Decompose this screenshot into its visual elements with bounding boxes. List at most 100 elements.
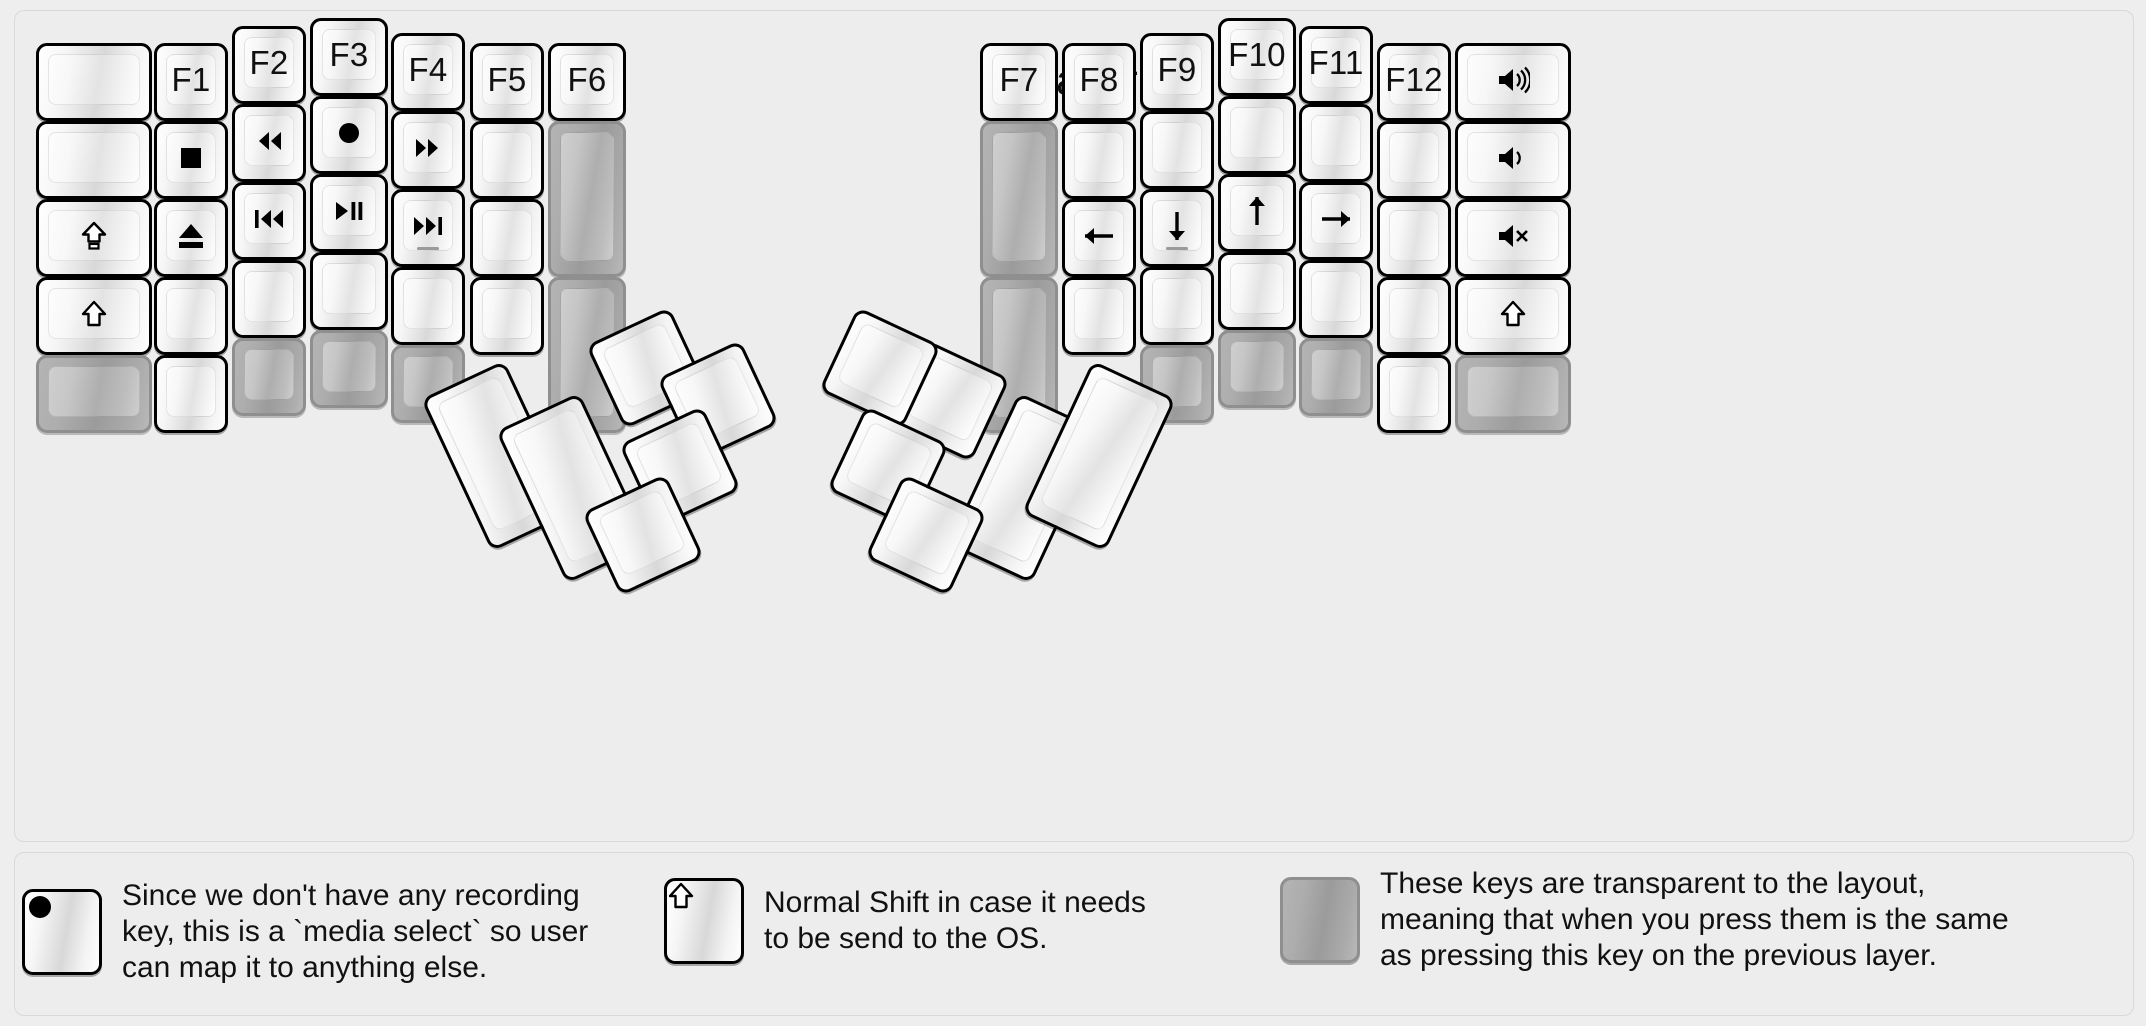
right-col-pinky-outer-key-4-cap bbox=[1467, 366, 1559, 417]
right-col-pinky-outer-key-1[interactable] bbox=[1455, 121, 1571, 199]
left-col-inner-key-1[interactable] bbox=[470, 121, 544, 199]
shift-arrow-icon bbox=[1499, 299, 1527, 329]
right-col-middle-key-3-cap bbox=[1230, 263, 1284, 314]
left-col-index-key-1[interactable] bbox=[391, 111, 465, 189]
left-col-pinky-outer-key-1[interactable] bbox=[36, 121, 152, 199]
right-col-inner-2-key-1[interactable] bbox=[980, 121, 1058, 277]
right-col-middle-key-4[interactable] bbox=[1218, 330, 1296, 408]
left-col-index-key-2[interactable] bbox=[391, 189, 465, 267]
left-col-inner-2-key-0[interactable]: F6 bbox=[548, 43, 626, 121]
right-col-pinky-outer-key-0[interactable] bbox=[1455, 43, 1571, 121]
left-col-ring-key-3[interactable] bbox=[232, 260, 306, 338]
left-col-middle-key-0-label: F3 bbox=[329, 36, 369, 73]
right-col-pinky-key-3-cap bbox=[1389, 288, 1439, 339]
right-col-pinky-key-0-cap: F12 bbox=[1385, 54, 1443, 105]
rewind-icon bbox=[252, 128, 286, 154]
arrow-down-icon bbox=[1163, 208, 1191, 244]
left-col-ring-key-1-cap bbox=[244, 115, 294, 166]
right-col-ring-key-3[interactable] bbox=[1299, 260, 1373, 338]
left-col-middle-key-1-cap bbox=[322, 107, 376, 158]
right-col-index-key-0-cap: F9 bbox=[1152, 44, 1202, 95]
right-col-middle-key-2[interactable] bbox=[1218, 174, 1296, 252]
right-col-pinky-key-0[interactable]: F12 bbox=[1377, 43, 1451, 121]
left-col-middle-key-4[interactable] bbox=[310, 330, 388, 408]
legend-text-record: Since we don't have any recording key, t… bbox=[122, 879, 589, 984]
left-col-pinky-outer-key-0[interactable] bbox=[36, 43, 152, 121]
record-circle-icon bbox=[25, 892, 99, 922]
right-col-inner-key-1[interactable] bbox=[1062, 121, 1136, 199]
arrow-up-icon bbox=[1243, 193, 1271, 229]
left-col-inner-2-key-1[interactable] bbox=[548, 121, 626, 277]
right-col-pinky-key-4[interactable] bbox=[1377, 355, 1451, 433]
left-col-ring-key-4-cap bbox=[244, 349, 294, 400]
thumb-r-4-cap bbox=[836, 321, 926, 410]
right-col-pinky-key-1-cap bbox=[1389, 132, 1439, 183]
legend-item-transparent: These keys are transparent to the layout… bbox=[1280, 866, 2009, 974]
right-col-index-key-3-cap bbox=[1152, 278, 1202, 329]
left-col-pinky-key-3-cap bbox=[166, 288, 216, 339]
right-col-middle-key-0[interactable]: F10 bbox=[1218, 18, 1296, 96]
left-col-index-key-3-cap bbox=[403, 278, 453, 329]
right-col-inner-key-2[interactable] bbox=[1062, 199, 1136, 277]
right-col-pinky-key-2[interactable] bbox=[1377, 199, 1451, 277]
left-col-inner-2-key-0-label: F6 bbox=[567, 61, 607, 98]
left-col-pinky-key-4[interactable] bbox=[154, 355, 228, 433]
left-col-ring-key-0[interactable]: F2 bbox=[232, 26, 306, 104]
right-col-middle-key-1[interactable] bbox=[1218, 96, 1296, 174]
right-col-pinky-outer-key-3[interactable] bbox=[1455, 277, 1571, 355]
left-col-pinky-outer-key-3[interactable] bbox=[36, 277, 152, 355]
right-col-inner-key-0-label: F8 bbox=[1079, 61, 1119, 98]
legend-panel bbox=[14, 852, 2134, 1016]
shift-arrow-icon bbox=[80, 299, 108, 329]
right-col-index-key-0[interactable]: F9 bbox=[1140, 33, 1214, 111]
right-col-pinky-outer-key-4[interactable] bbox=[1455, 355, 1571, 433]
left-col-inner-2-key-0-cap: F6 bbox=[560, 54, 614, 105]
right-col-index-key-1[interactable] bbox=[1140, 111, 1214, 189]
left-col-inner-key-2[interactable] bbox=[470, 199, 544, 277]
left-col-pinky-key-2[interactable] bbox=[154, 199, 228, 277]
volume-mute-icon bbox=[1496, 221, 1530, 251]
right-col-pinky-key-1[interactable] bbox=[1377, 121, 1451, 199]
left-col-middle-key-2[interactable] bbox=[310, 174, 388, 252]
left-col-inner-key-0[interactable]: F5 bbox=[470, 43, 544, 121]
right-col-pinky-key-3[interactable] bbox=[1377, 277, 1451, 355]
right-col-ring-key-4[interactable] bbox=[1299, 338, 1373, 416]
legend-key-shift bbox=[664, 878, 744, 964]
thumb-r-6-cap bbox=[882, 488, 972, 577]
left-col-middle-key-2-cap bbox=[322, 185, 376, 236]
left-col-ring-key-1[interactable] bbox=[232, 104, 306, 182]
left-col-pinky-outer-key-4[interactable] bbox=[36, 355, 152, 433]
left-col-middle-key-3-cap bbox=[322, 263, 376, 314]
left-col-index-key-3[interactable] bbox=[391, 267, 465, 345]
left-col-pinky-outer-key-4-cap bbox=[48, 366, 140, 417]
left-col-middle-key-1[interactable] bbox=[310, 96, 388, 174]
left-col-ring-key-4[interactable] bbox=[232, 338, 306, 416]
left-col-middle-key-0[interactable]: F3 bbox=[310, 18, 388, 96]
right-col-inner-2-key-0-label: F7 bbox=[999, 61, 1039, 98]
right-col-middle-key-3[interactable] bbox=[1218, 252, 1296, 330]
right-col-index-key-3[interactable] bbox=[1140, 267, 1214, 345]
left-col-index-key-0[interactable]: F4 bbox=[391, 33, 465, 111]
left-col-middle-key-0-cap: F3 bbox=[322, 29, 376, 80]
left-col-index-key-2-cap bbox=[403, 200, 453, 251]
left-col-pinky-outer-key-2[interactable] bbox=[36, 199, 152, 277]
right-col-inner-key-3[interactable] bbox=[1062, 277, 1136, 355]
left-col-index-key-1-cap bbox=[403, 122, 453, 173]
right-col-ring-key-1[interactable] bbox=[1299, 104, 1373, 182]
left-col-inner-key-3[interactable] bbox=[470, 277, 544, 355]
right-col-ring-key-0[interactable]: F11 bbox=[1299, 26, 1373, 104]
right-col-pinky-key-0-label: F12 bbox=[1385, 61, 1443, 98]
left-col-pinky-key-1[interactable] bbox=[154, 121, 228, 199]
left-col-pinky-key-3[interactable] bbox=[154, 277, 228, 355]
right-col-ring-key-2[interactable] bbox=[1299, 182, 1373, 260]
left-col-pinky-key-0[interactable]: F1 bbox=[154, 43, 228, 121]
left-col-ring-key-2[interactable] bbox=[232, 182, 306, 260]
right-col-inner-key-0[interactable]: F8 bbox=[1062, 43, 1136, 121]
right-col-inner-2-key-0[interactable]: F7 bbox=[980, 43, 1058, 121]
right-col-index-key-2[interactable] bbox=[1140, 189, 1214, 267]
arrow-left-icon bbox=[1081, 222, 1117, 250]
right-col-pinky-outer-key-2[interactable] bbox=[1455, 199, 1571, 277]
right-col-pinky-outer-key-3-cap bbox=[1467, 288, 1559, 339]
left-col-middle-key-3[interactable] bbox=[310, 252, 388, 330]
right-col-inner-key-2-cap bbox=[1074, 210, 1124, 261]
